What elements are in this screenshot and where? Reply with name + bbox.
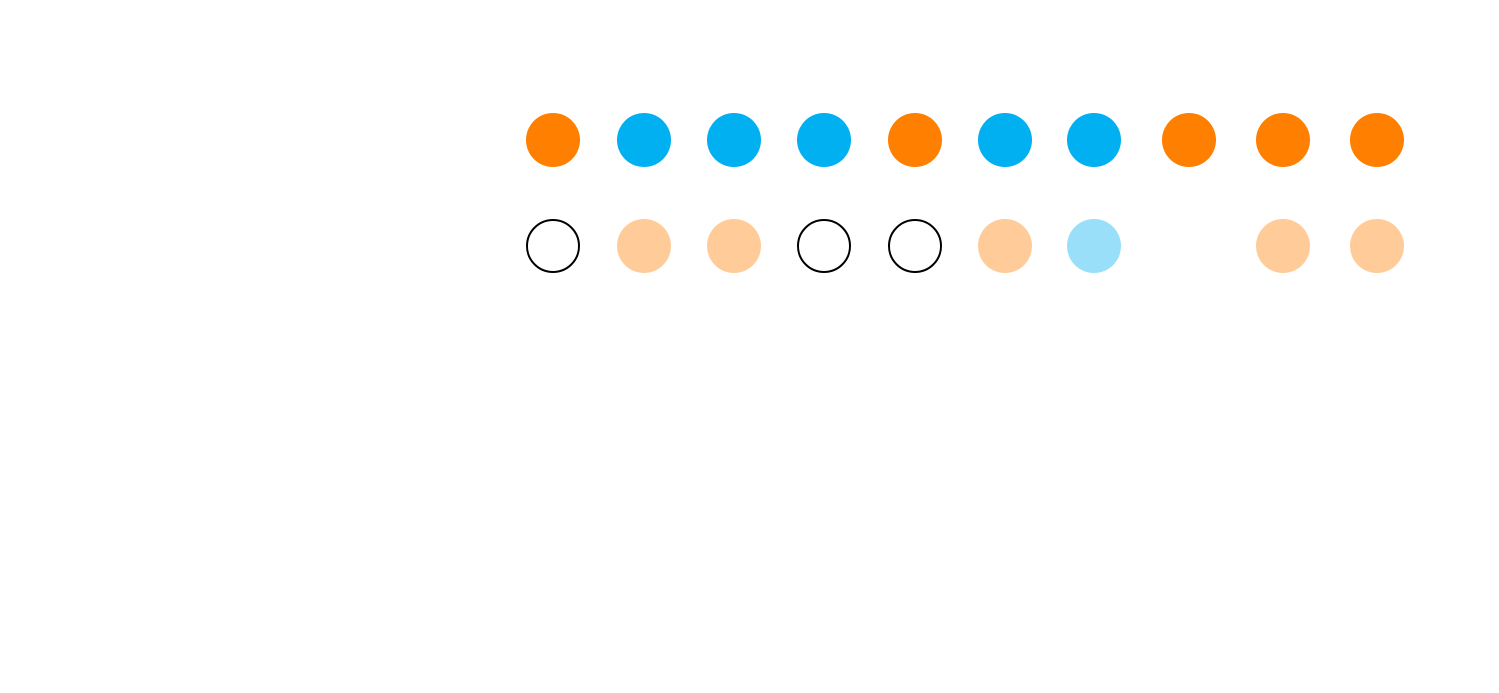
- top-row-dot-2: [617, 113, 671, 167]
- bottom-row-dot-7: [1067, 219, 1121, 273]
- top-row-dot-5: [888, 113, 942, 167]
- top-row-dot-10: [1350, 113, 1404, 167]
- top-row-dot-6: [978, 113, 1032, 167]
- bottom-row-dot-9: [1256, 219, 1310, 273]
- top-row-dot-3: [707, 113, 761, 167]
- top-row-dot-7: [1067, 113, 1121, 167]
- bottom-row: [0, 216, 1499, 276]
- top-row-dot-9: [1256, 113, 1310, 167]
- bottom-row-dot-5: [888, 219, 942, 273]
- bottom-row-dot-4: [797, 219, 851, 273]
- bottom-row-dot-2: [617, 219, 671, 273]
- bottom-row-dot-10: [1350, 219, 1404, 273]
- top-row-dot-1: [526, 113, 580, 167]
- top-row-dot-4: [797, 113, 851, 167]
- bottom-row-dot-1: [526, 219, 580, 273]
- bottom-row-dot-3: [707, 219, 761, 273]
- bottom-row-dot-6: [978, 219, 1032, 273]
- top-row: [0, 110, 1499, 170]
- top-row-dot-8: [1162, 113, 1216, 167]
